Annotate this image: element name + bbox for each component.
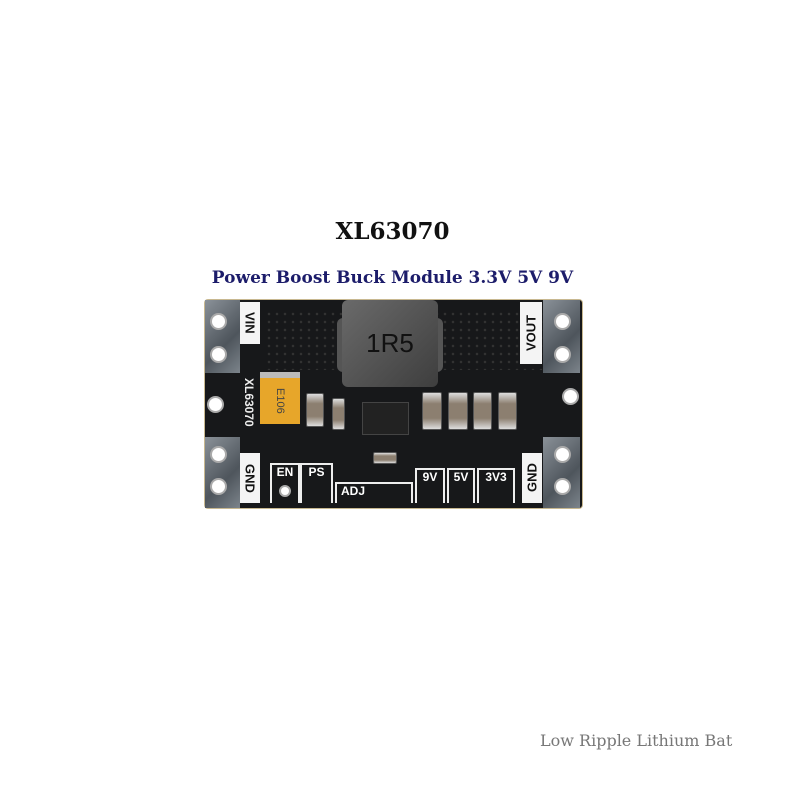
en-label: EN [276,465,294,479]
hole [207,396,224,413]
hole [554,478,571,495]
gnd-right-label: GND [522,453,542,503]
hole [210,478,227,495]
hole [210,446,227,463]
capacitor [422,392,442,430]
en-box: EN [270,463,300,503]
ic-chip [362,402,409,435]
vin-label: VIN [240,302,260,344]
hole [554,446,571,463]
adj-label: ADJ [341,484,366,498]
tantalum-capacitor: E106 [260,372,300,424]
hole [554,346,571,363]
resistor [332,398,345,430]
vout-label: VOUT [520,302,542,364]
footer-caption: Low Ripple Lithium Bat [540,731,733,750]
ps-label: PS [308,465,325,479]
5v-label: 5V [453,470,469,484]
pcb-board: VIN XL63070 GND VOUT GND 1R5 E106 EN PS … [205,300,582,508]
capacitor [498,392,517,430]
ps-box: PS [300,463,333,503]
capacitor [473,392,492,430]
hole [554,313,571,330]
vin-pad [205,300,240,373]
capacitor [306,393,324,427]
chip-name-label: XL63070 [242,378,256,427]
capacitor-code: E106 [274,388,286,414]
capacitor [448,392,468,430]
gnd-left-label: GND [240,453,260,503]
product-title: XL63070 [335,218,450,245]
9v-label: 9V [422,470,438,484]
en-hole [279,485,291,497]
product-subtitle: Power Boost Buck Module 3.3V 5V 9V [211,268,574,288]
inductor: 1R5 [342,300,438,387]
resistor [373,452,397,464]
3v3-label: 3V3 [485,470,507,484]
adj-box: ADJ [335,482,413,503]
hole [562,388,579,405]
hole [210,346,227,363]
5v-box: 5V [447,468,475,503]
hole [210,313,227,330]
9v-box: 9V [415,468,445,503]
3v3-box: 3V3 [477,468,515,503]
